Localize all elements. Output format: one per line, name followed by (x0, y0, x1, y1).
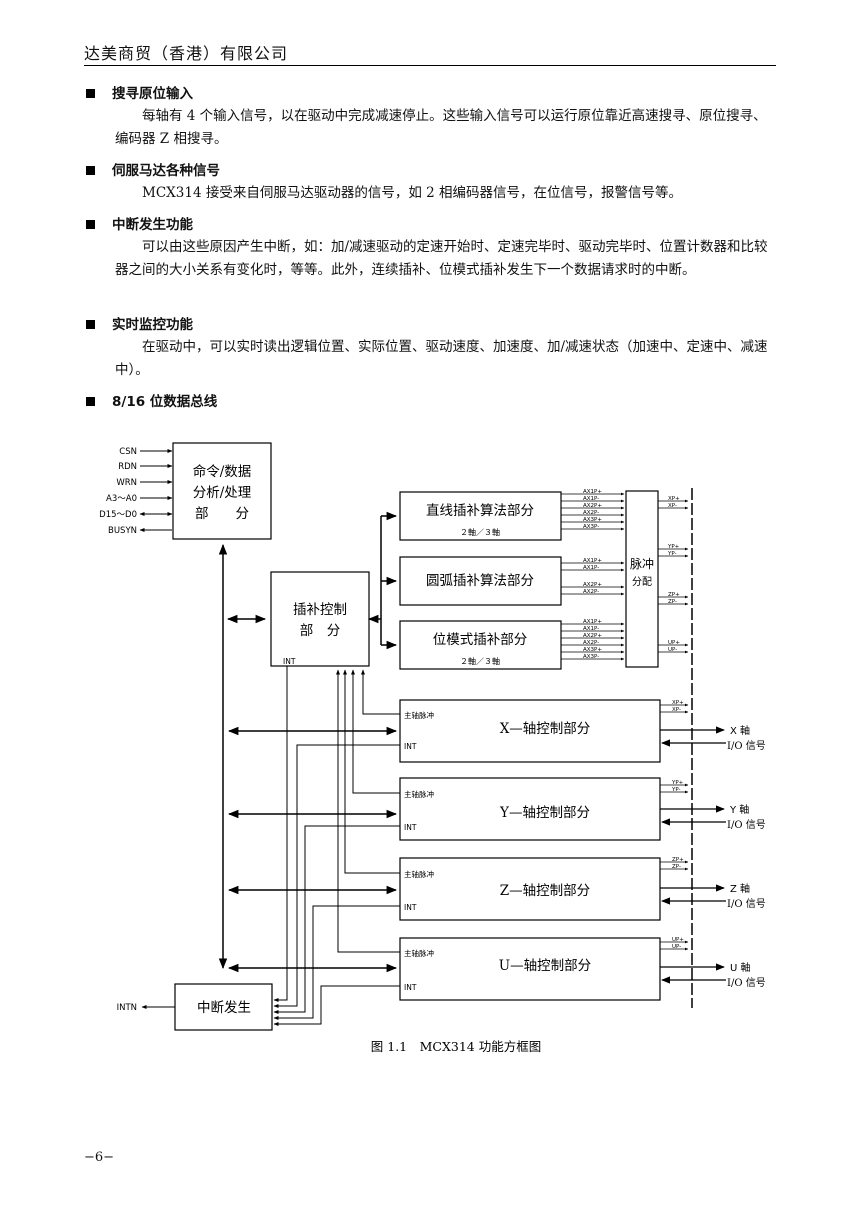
pulse-dist-line1: 脉冲 (630, 556, 654, 571)
axis-z-pulse-label: ZP+ (672, 857, 684, 863)
page-header-title: 达美商贸（香港）有限公司 (84, 44, 289, 63)
intn-label: INTN (117, 1003, 137, 1013)
bit-pattern-sub: ２軸／３軸 (460, 656, 500, 666)
axis-x-pulse-label: XP- (672, 707, 681, 713)
dist-out-label: ZP+ (668, 592, 680, 598)
axis-y-title: Y—轴控制部分 (499, 805, 590, 821)
linear-out-label: AX2P- (583, 510, 599, 516)
axis-x-io-label: I/O 信号 (727, 740, 766, 752)
axis-u-output-label: U 軸 (730, 961, 751, 974)
axis-y-main-pulse: 主轴脉冲 (404, 789, 434, 799)
linear-interp-title: 直线插补算法部分 (426, 503, 534, 519)
dist-out-label: YP- (667, 551, 677, 557)
bullet-square-icon (86, 88, 95, 98)
bit-out-label: AX3P+ (583, 647, 602, 653)
header-rule (84, 65, 776, 66)
axis-u-pulse-label: UP- (672, 944, 681, 950)
axis-u-pulse-label: UP+ (672, 937, 684, 943)
section-heading: 实时监控功能 (112, 317, 193, 333)
axis-x-int: INT (404, 742, 417, 751)
section-data-bus: 8/16 位数据总线 (84, 392, 776, 412)
linear-interp-sub: ２軸／３軸 (460, 527, 500, 537)
axis-u-main-pulse: 主轴脉冲 (404, 948, 434, 958)
command-block-line3: 部 分 (195, 506, 249, 522)
bit-out-label: AX1P- (583, 626, 599, 632)
section-servo-signals: 伺服马达各种信号 MCX314 接受来自伺服马达驱动器的信号，如 2 相编码器信… (84, 161, 776, 205)
command-block-line2: 分析/处理 (193, 485, 252, 501)
section-heading: 伺服马达各种信号 (112, 163, 220, 179)
linear-out-label: AX1P- (583, 496, 599, 502)
axis-u-title: U—轴控制部分 (499, 958, 591, 974)
figure-caption: 图 1.1 MCX314 功能方框图 (371, 1039, 541, 1054)
bit-out-label: AX3P- (583, 654, 599, 660)
axis-u-int: INT (404, 983, 417, 992)
section-heading: 搜寻原位输入 (112, 86, 193, 102)
axis-y-int: INT (404, 823, 417, 832)
axis-y-output-label: Y 軸 (729, 803, 749, 816)
bullet-square-icon (86, 219, 95, 229)
axis-x-output-label: X 軸 (730, 724, 750, 737)
axis-z-int: INT (404, 903, 417, 912)
dist-out-label: XP+ (668, 496, 680, 502)
dist-out-label: UP- (668, 647, 677, 653)
bullet-square-icon (86, 319, 95, 329)
section-body: 在驱动中，可以实时读出逻辑位置、实际位置、驱动速度、加速度、加/减速状态（加速中… (115, 339, 768, 378)
axis-y-pulse-label: YP+ (671, 780, 684, 786)
axis-z-title: Z—轴控制部分 (500, 883, 590, 899)
signal-label-rdn: RDN (118, 462, 137, 472)
dist-out-label: YP+ (667, 544, 680, 550)
pulse-dist-line2: 分配 (632, 576, 652, 588)
bit-pattern-title: 位模式插补部分 (433, 632, 528, 648)
linear-out-label: AX3P+ (583, 517, 602, 523)
circular-out-label: AX2P- (583, 589, 599, 595)
section-interrupt: 中断发生功能 可以由这些原因产生中断，如：加/减速驱动的定速开始时、定速完毕时、… (84, 215, 776, 282)
axis-z-output-label: Z 軸 (730, 882, 750, 895)
signal-label-wrn: WRN (116, 478, 137, 488)
signal-label-busyn: BUSYN (108, 526, 137, 536)
linear-out-label: AX3P- (583, 524, 599, 530)
bit-out-label: AX2P- (583, 640, 599, 646)
circular-out-label: AX2P+ (583, 582, 602, 588)
command-block-line1: 命令/数据 (193, 463, 252, 480)
circular-interp-title: 圆弧插补算法部分 (426, 573, 534, 589)
axis-x-pulse-label: XP+ (672, 700, 684, 706)
axis-u-io-label: I/O 信号 (727, 977, 766, 989)
section-body: 可以由这些原因产生中断，如：加/减速驱动的定速开始时、定速完毕时、驱动完毕时、位… (115, 239, 768, 278)
signal-label-csn: CSN (119, 447, 137, 457)
axis-z-main-pulse: 主轴脉冲 (404, 869, 434, 879)
axis-z-io-label: I/O 信号 (727, 898, 766, 910)
dist-out-label: UP+ (668, 640, 680, 646)
axis-z-pulse-label: ZP- (672, 864, 681, 870)
section-realtime-monitor: 实时监控功能 在驱动中，可以实时读出逻辑位置、实际位置、驱动速度、加速度、加/减… (84, 315, 776, 382)
section-heading: 8/16 位数据总线 (112, 394, 218, 410)
page-number: −6− (84, 1150, 115, 1165)
dist-out-label: ZP- (668, 599, 677, 605)
section-body: MCX314 接受来自伺服马达驱动器的信号，如 2 相编码器信号，在位信号，报警… (142, 185, 682, 201)
axis-y-pulse-label: YP- (671, 787, 681, 793)
signal-label-data: D15～D0 (99, 510, 137, 520)
axis-x-main-pulse: 主轴脉冲 (404, 710, 434, 720)
interp-control-line1: 插补控制 (293, 602, 347, 618)
dist-out-label: XP- (668, 503, 677, 509)
bit-out-label: AX1P+ (583, 619, 602, 625)
section-body: 每轴有 4 个输入信号，以在驱动中完成减速停止。这些输入信号可以运行原位靠近高速… (115, 108, 767, 147)
axis-y-io-label: I/O 信号 (727, 819, 766, 831)
bit-out-label: AX2P+ (583, 633, 602, 639)
circular-out-label: AX1P- (583, 565, 599, 571)
circular-out-label: AX1P+ (583, 558, 602, 564)
interrupt-block-label: 中断发生 (197, 1000, 251, 1016)
signal-label-address: A3～A0 (106, 494, 137, 504)
section-heading: 中断发生功能 (112, 217, 193, 233)
bullet-square-icon (86, 165, 95, 175)
axis-x-title: X—轴控制部分 (500, 721, 591, 737)
bullet-square-icon (86, 396, 95, 406)
section-home-search: 搜寻原位输入 每轴有 4 个输入信号，以在驱动中完成减速停止。这些输入信号可以运… (84, 84, 776, 151)
interp-control-int-label: INT (283, 657, 296, 666)
interp-control-line2: 部 分 (300, 623, 341, 639)
linear-out-label: AX1P+ (583, 489, 602, 495)
linear-out-label: AX2P+ (583, 503, 602, 509)
